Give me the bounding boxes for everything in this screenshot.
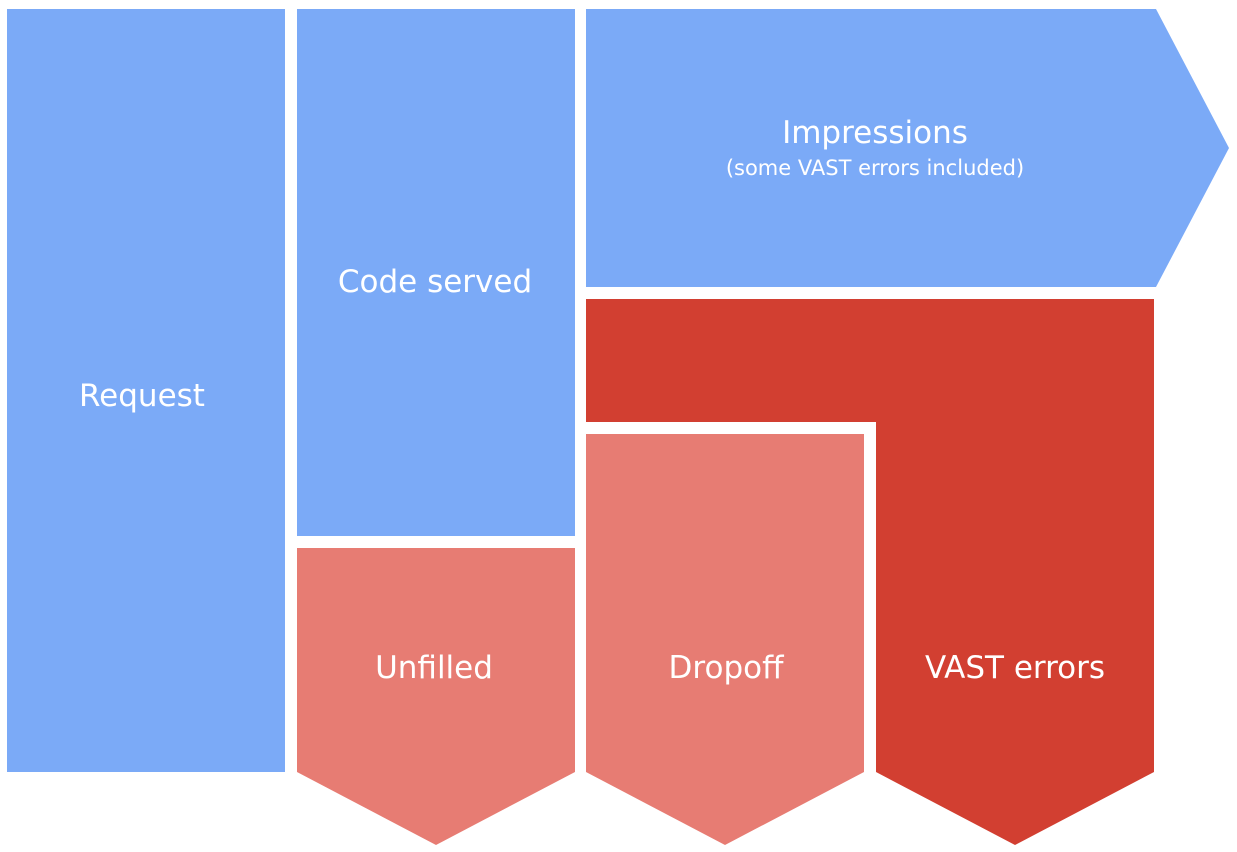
unfilled-block: Unfilled: [297, 548, 575, 845]
request-shape: [7, 9, 285, 772]
request-label: Request: [79, 378, 205, 414]
unfilled-label: Unfilled: [375, 650, 493, 686]
dropoff-arrow: [586, 434, 864, 845]
vast-errors-block: VAST errors: [586, 299, 1154, 845]
impressions-label: Impressions: [782, 115, 968, 151]
impressions-block: Impressions (some VAST errors included): [586, 9, 1229, 287]
unfilled-arrow: [297, 548, 575, 845]
vast-errors-shape: [586, 299, 1154, 845]
dropoff-block: Dropoff: [586, 434, 864, 845]
code-served-label: Code served: [338, 264, 532, 300]
code-served-block: Code served: [297, 9, 575, 536]
impressions-sublabel: (some VAST errors included): [726, 156, 1024, 180]
impressions-arrow: [586, 9, 1229, 287]
vast-errors-label: VAST errors: [925, 650, 1105, 686]
request-block: Request: [7, 9, 285, 772]
code-served-shape: [297, 9, 575, 536]
dropoff-label: Dropoff: [669, 650, 785, 686]
